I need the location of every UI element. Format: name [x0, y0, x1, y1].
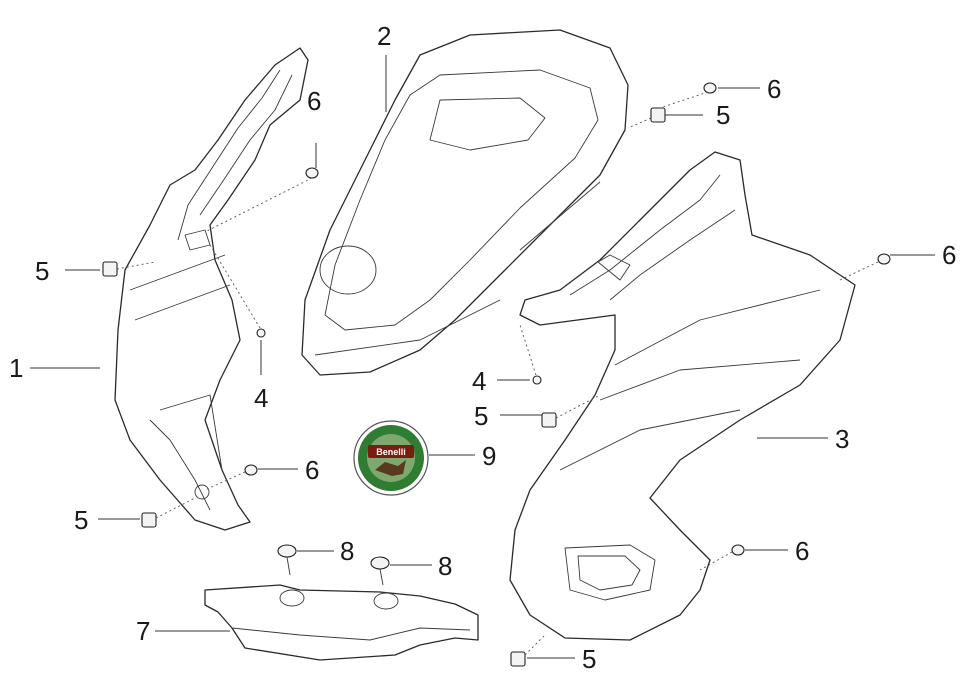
grommet-6c	[877, 253, 891, 265]
screw-4a	[256, 328, 266, 338]
callout-4b: 4	[472, 366, 486, 396]
grommet-6a	[305, 167, 319, 179]
callout-6e: 6	[795, 536, 809, 566]
hardware-group	[102, 82, 891, 667]
bolt-8a	[277, 544, 297, 558]
bolt-8b	[370, 556, 390, 570]
leader-lines	[30, 55, 935, 659]
logo-text: Benelli	[376, 447, 406, 457]
callout-5e: 5	[582, 644, 596, 674]
callout-6b: 6	[767, 74, 781, 104]
screw-4b	[532, 375, 542, 385]
clip-5c	[541, 412, 557, 428]
callout-6c: 6	[942, 240, 956, 270]
part-3-right-cowl	[509, 151, 856, 641]
callout-7: 7	[136, 616, 150, 646]
callout-8a: 8	[340, 536, 354, 566]
callout-labels: 1 2 3 4 4 5 5 5 5 5 6 6 6 6 6 7 8 8 9	[9, 21, 956, 674]
callout-3: 3	[835, 424, 849, 454]
callout-4a: 4	[254, 383, 268, 413]
callout-5b: 5	[716, 100, 730, 130]
callout-8b: 8	[438, 551, 452, 581]
callout-5d: 5	[74, 505, 88, 535]
callout-2: 2	[377, 21, 391, 51]
callout-6d: 6	[305, 455, 319, 485]
clip-5e	[510, 651, 526, 667]
grommet-6b	[703, 82, 717, 94]
part-2-upper-fairing	[301, 29, 629, 376]
grommet-6d	[244, 464, 258, 476]
part-9-logo-badge: Benelli	[353, 420, 429, 496]
clip-5b	[650, 107, 666, 123]
callout-5a: 5	[35, 256, 49, 286]
clip-5a	[102, 261, 118, 277]
callout-9: 9	[482, 441, 496, 471]
clip-5d	[141, 512, 157, 528]
assembly-paths	[116, 91, 879, 656]
callout-1: 1	[9, 353, 23, 383]
part-7-lower-plate	[204, 584, 479, 661]
grommet-6e	[731, 544, 745, 556]
callout-5c: 5	[474, 401, 488, 431]
callout-6a: 6	[307, 86, 321, 116]
part-1-left-cowl	[114, 47, 309, 531]
